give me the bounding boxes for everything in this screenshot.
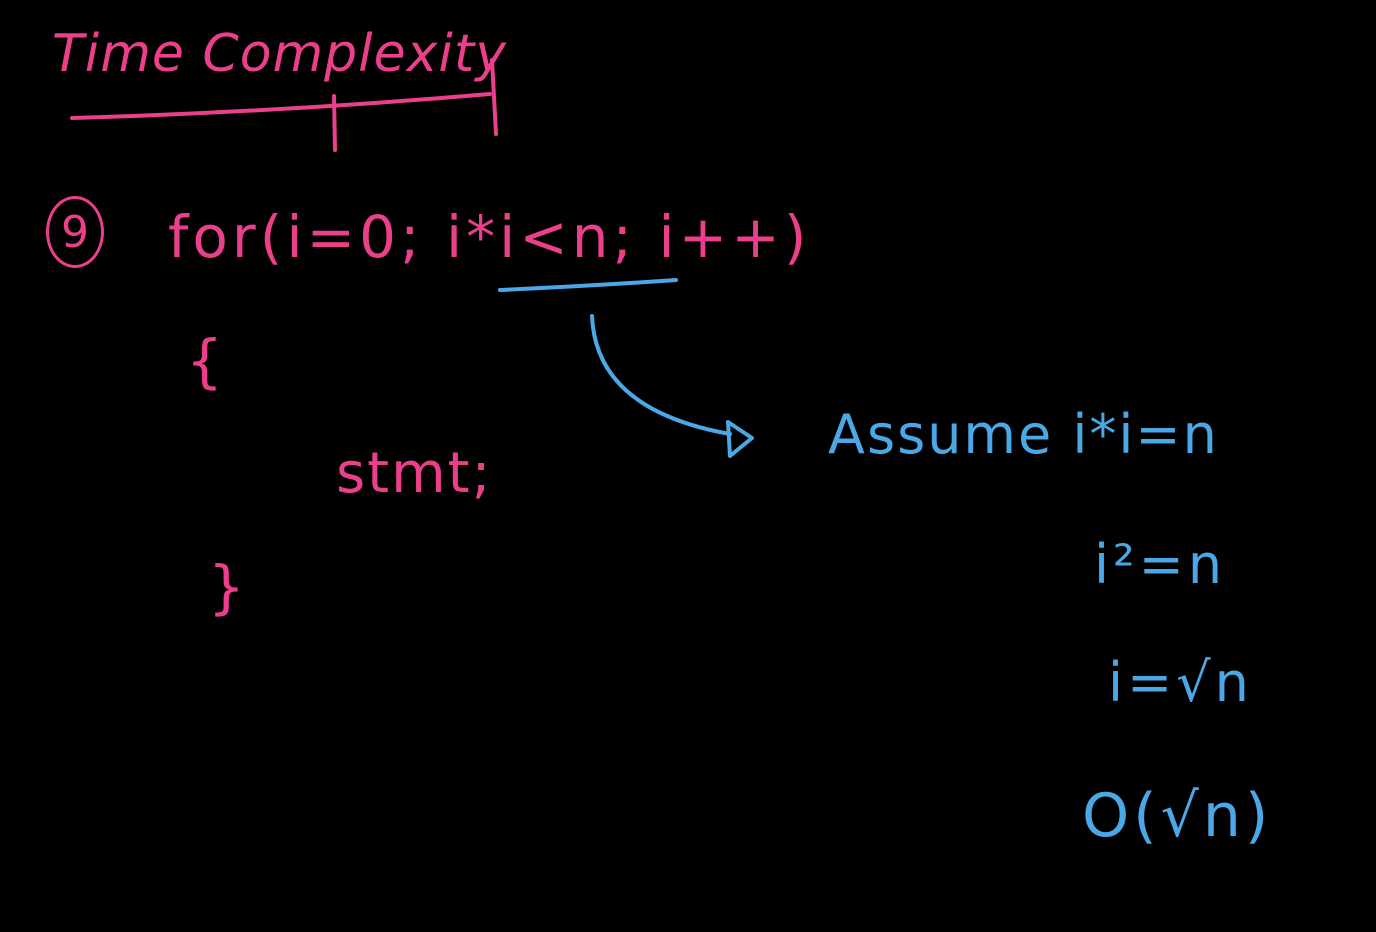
title-tick-right: [490, 58, 498, 136]
curved-arrow-icon: [590, 314, 732, 436]
note-title: Time Complexity: [52, 24, 507, 84]
complexity-result: O(√n): [1082, 781, 1273, 851]
derivation-step-square: i²=n: [1094, 533, 1227, 596]
arrow-head-icon: [726, 420, 754, 458]
condition-underline: [498, 278, 678, 292]
close-brace: }: [208, 553, 245, 621]
title-tick-left: [332, 94, 337, 152]
problem-number: 9: [61, 206, 89, 258]
loop-header: for(i=0; i*i<n; i++): [168, 203, 811, 271]
problem-number-badge: 9: [46, 196, 104, 268]
assumption-line: Assume i*i=n: [828, 403, 1219, 466]
derivation-step-root: i=√n: [1108, 651, 1253, 714]
title-underline: [70, 92, 492, 120]
loop-statement: stmt;: [336, 441, 493, 506]
open-brace: {: [186, 327, 223, 395]
